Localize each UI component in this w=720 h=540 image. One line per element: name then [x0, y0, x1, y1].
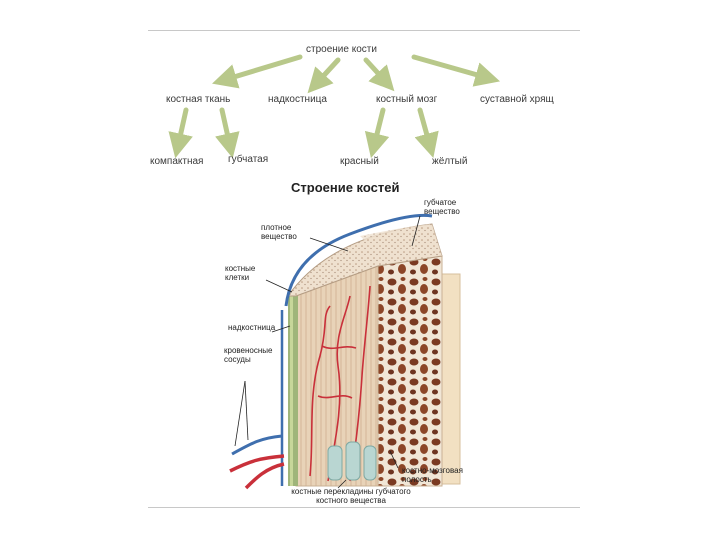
label-trabeculae: костные перекладины губчатого костного в…: [282, 487, 420, 505]
exiting-blue-vessels: [232, 436, 282, 454]
label-periosteum: надкостница: [228, 323, 275, 332]
scheme-compact-label: компактная: [150, 156, 203, 167]
scheme-yellow-marrow-label: жёлтый: [432, 156, 467, 167]
arrow-to-marrow: [366, 60, 386, 82]
bone-outer-edge: [442, 274, 460, 484]
scheme-root-label: строение кости: [306, 44, 377, 55]
exiting-red-vessels: [230, 456, 284, 488]
figure-title: Строение костей: [291, 180, 399, 195]
scheme-bone-tissue-label: костная ткань: [166, 94, 230, 105]
scheme-cartilage-label: суставной хрящ: [480, 94, 554, 105]
label-marrow-cavity: костно-мозговая полость: [402, 466, 484, 484]
label-bone-cells: костные клетки: [225, 264, 279, 282]
scheme-arrows: [0, 0, 720, 180]
arrow-to-compact: [178, 110, 186, 146]
bottom-rule: [148, 507, 580, 508]
scheme-red-marrow-label: красный: [340, 156, 379, 167]
scheme-periosteum-label: надкостница: [268, 94, 327, 105]
arrow-to-spongy: [222, 110, 230, 146]
trabeculae-cylinders: [328, 442, 376, 480]
label-compact-substance: плотное вещество: [261, 223, 315, 241]
arrow-to-periosteum: [316, 60, 338, 84]
arrow-to-yellow: [420, 110, 430, 146]
label-blood-vessels: кровеносные сосуды: [224, 346, 290, 364]
label-spongy-substance: губчатое вещество: [424, 198, 494, 216]
arrow-to-cartilage: [414, 57, 488, 78]
arrow-to-bone-tissue: [224, 57, 300, 80]
spongy-substance-block: [378, 256, 442, 486]
arrow-to-red: [374, 110, 383, 146]
scheme-spongy-label: губчатая: [228, 154, 268, 165]
scheme-marrow-label: костный мозг: [376, 94, 437, 105]
